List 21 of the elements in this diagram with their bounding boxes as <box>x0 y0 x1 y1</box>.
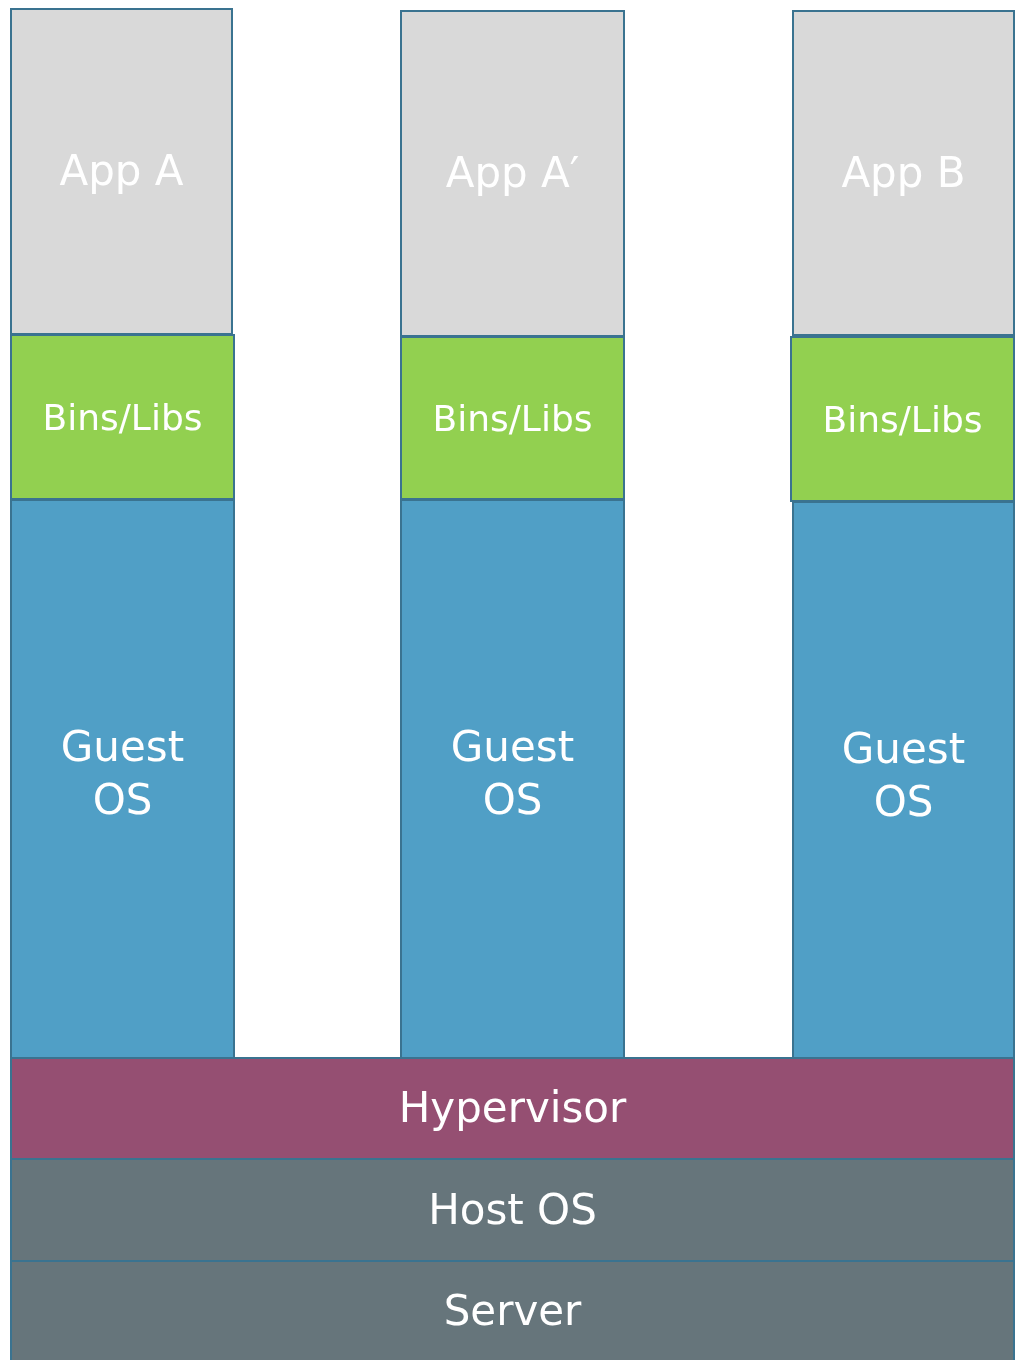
layer-label: Server <box>443 1284 582 1337</box>
libraries-box <box>790 336 1015 502</box>
layer-label: Guest OS <box>449 721 576 826</box>
host-os-band <box>10 1158 1015 1262</box>
hypervisor-band <box>10 1057 1015 1160</box>
guest-os-box <box>400 499 625 1059</box>
guest-os-box <box>10 499 235 1059</box>
layer-label: Host OS <box>428 1183 597 1236</box>
layer-label: Guest OS <box>59 721 186 826</box>
layer-label: Bins/Libs <box>822 397 983 442</box>
layer-label: Hypervisor <box>398 1082 627 1135</box>
libraries-box <box>400 336 625 500</box>
layer-label: Bins/Libs <box>432 396 593 441</box>
server-band <box>10 1260 1015 1360</box>
app-box <box>792 10 1015 336</box>
layer-label: Guest OS <box>840 723 967 828</box>
app-box <box>10 8 233 335</box>
libraries-box <box>10 334 235 500</box>
app-box <box>400 10 625 337</box>
layer-label: Bins/Libs <box>42 395 203 440</box>
guest-os-box <box>792 501 1015 1059</box>
